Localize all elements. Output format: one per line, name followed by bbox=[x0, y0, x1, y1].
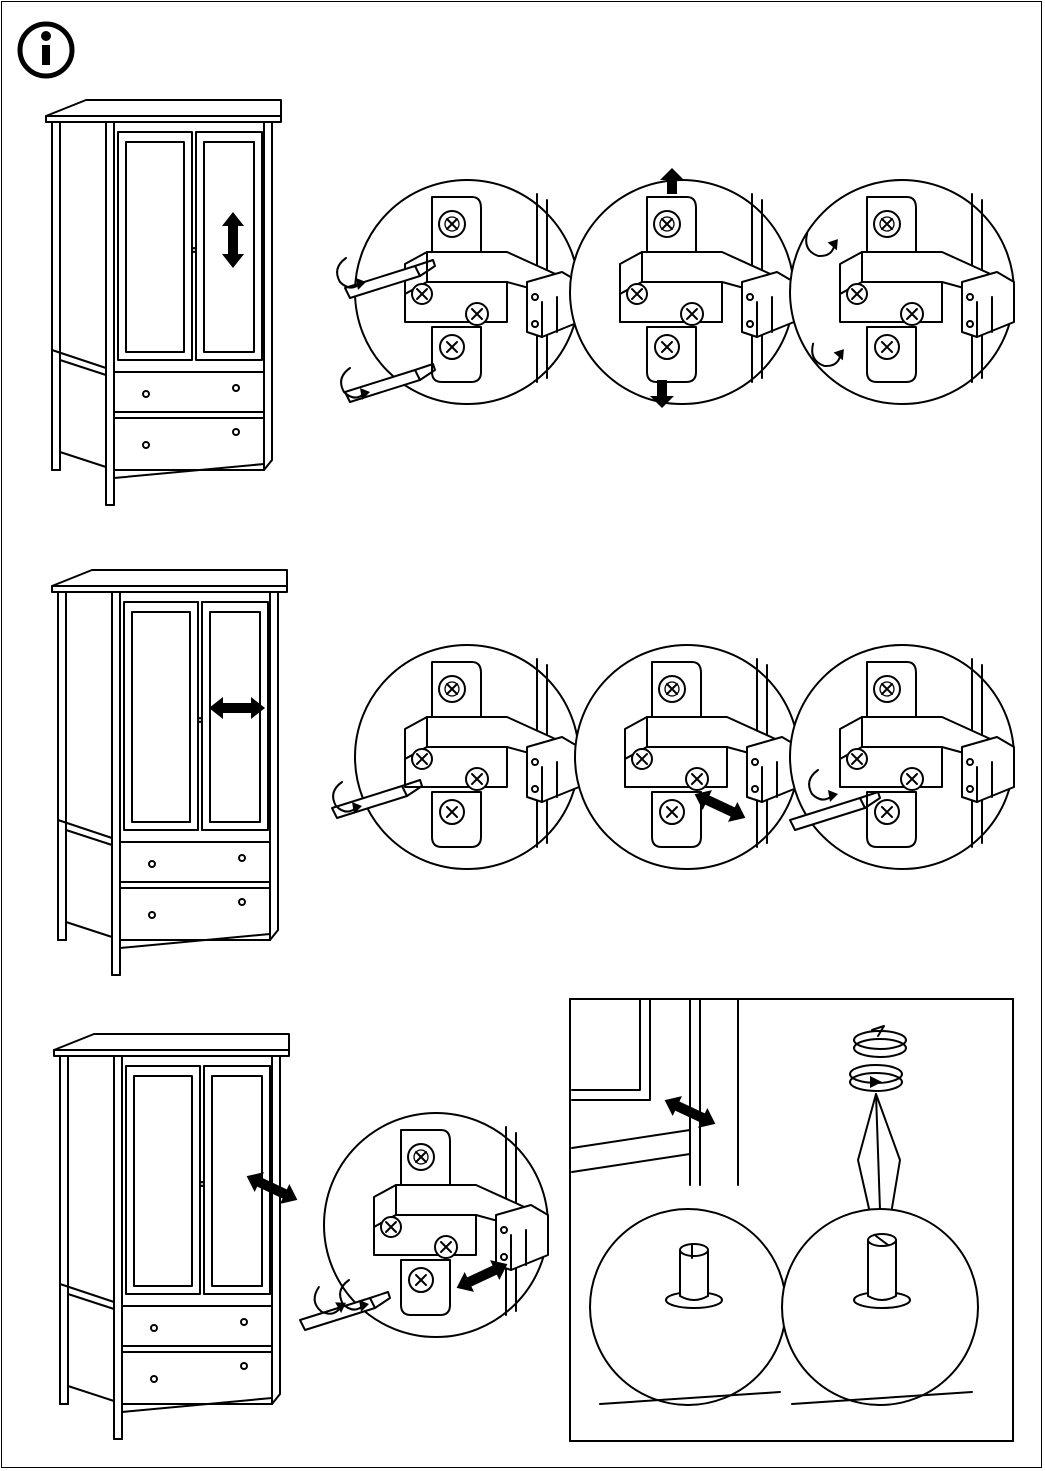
hinge-detail-1 bbox=[355, 180, 579, 404]
wardrobe-drawing bbox=[54, 1034, 289, 1439]
section-vertical-adjust bbox=[46, 100, 1014, 505]
section-depth-adjust bbox=[54, 1034, 548, 1439]
stop-pin-detail-left bbox=[590, 1209, 786, 1405]
hinge-detail-3 bbox=[790, 645, 1014, 869]
hinge-detail-1 bbox=[355, 645, 579, 869]
vertical-double-arrow-icon bbox=[222, 212, 244, 268]
info-icon bbox=[20, 24, 72, 76]
wardrobe-drawing bbox=[46, 100, 281, 505]
hinge-detail-3 bbox=[790, 180, 1014, 404]
wardrobe-drawing bbox=[52, 570, 287, 975]
hinge-detail-2 bbox=[570, 180, 794, 404]
stop-pin-detail-right bbox=[782, 1209, 978, 1405]
hinge-detail-2 bbox=[575, 645, 799, 869]
horizontal-double-arrow-icon bbox=[209, 697, 265, 719]
inset-door-stop bbox=[570, 999, 1013, 1441]
section-horizontal-adjust bbox=[52, 570, 1014, 975]
